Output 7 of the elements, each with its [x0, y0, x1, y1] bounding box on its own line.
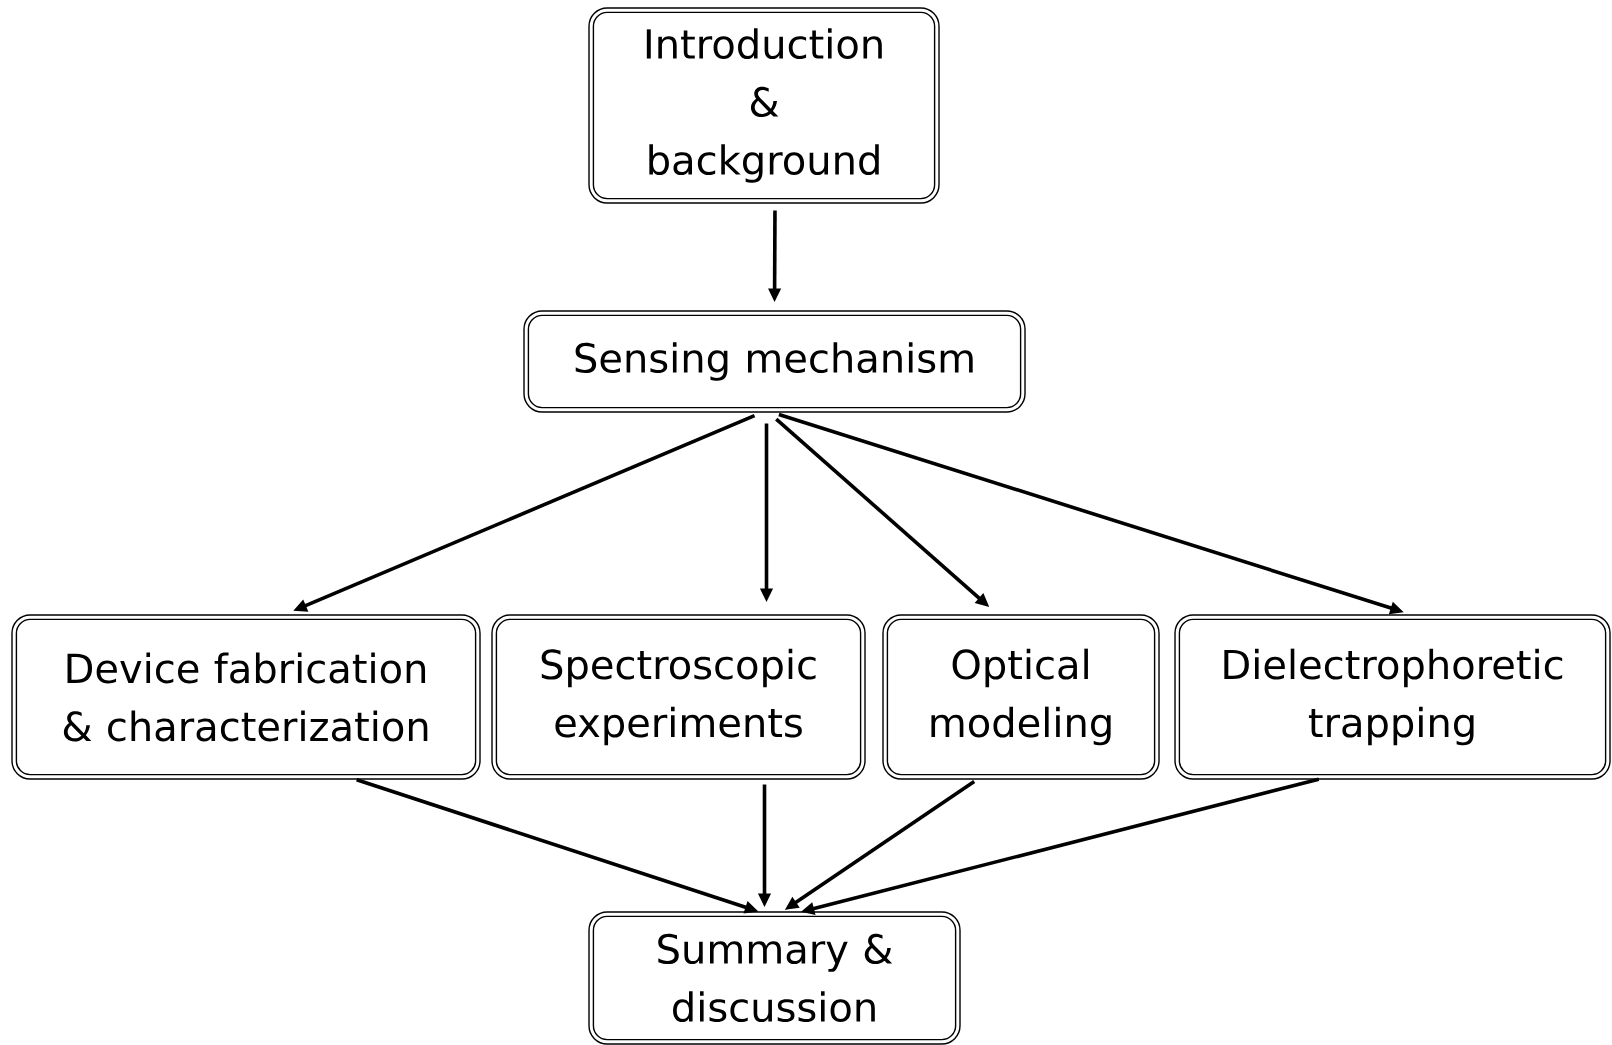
process-box: Spectroscopic experiments [491, 614, 866, 780]
process-box: Summary & discussion [588, 911, 961, 1045]
process-box: Optical modeling [882, 614, 1160, 780]
process-box: Dielectrophoretic trapping [1174, 614, 1611, 780]
process-box: Sensing mechanism [523, 310, 1026, 413]
process-box: Device fabrication & characterization [11, 614, 481, 780]
process-box: Introduction & background [588, 7, 940, 204]
